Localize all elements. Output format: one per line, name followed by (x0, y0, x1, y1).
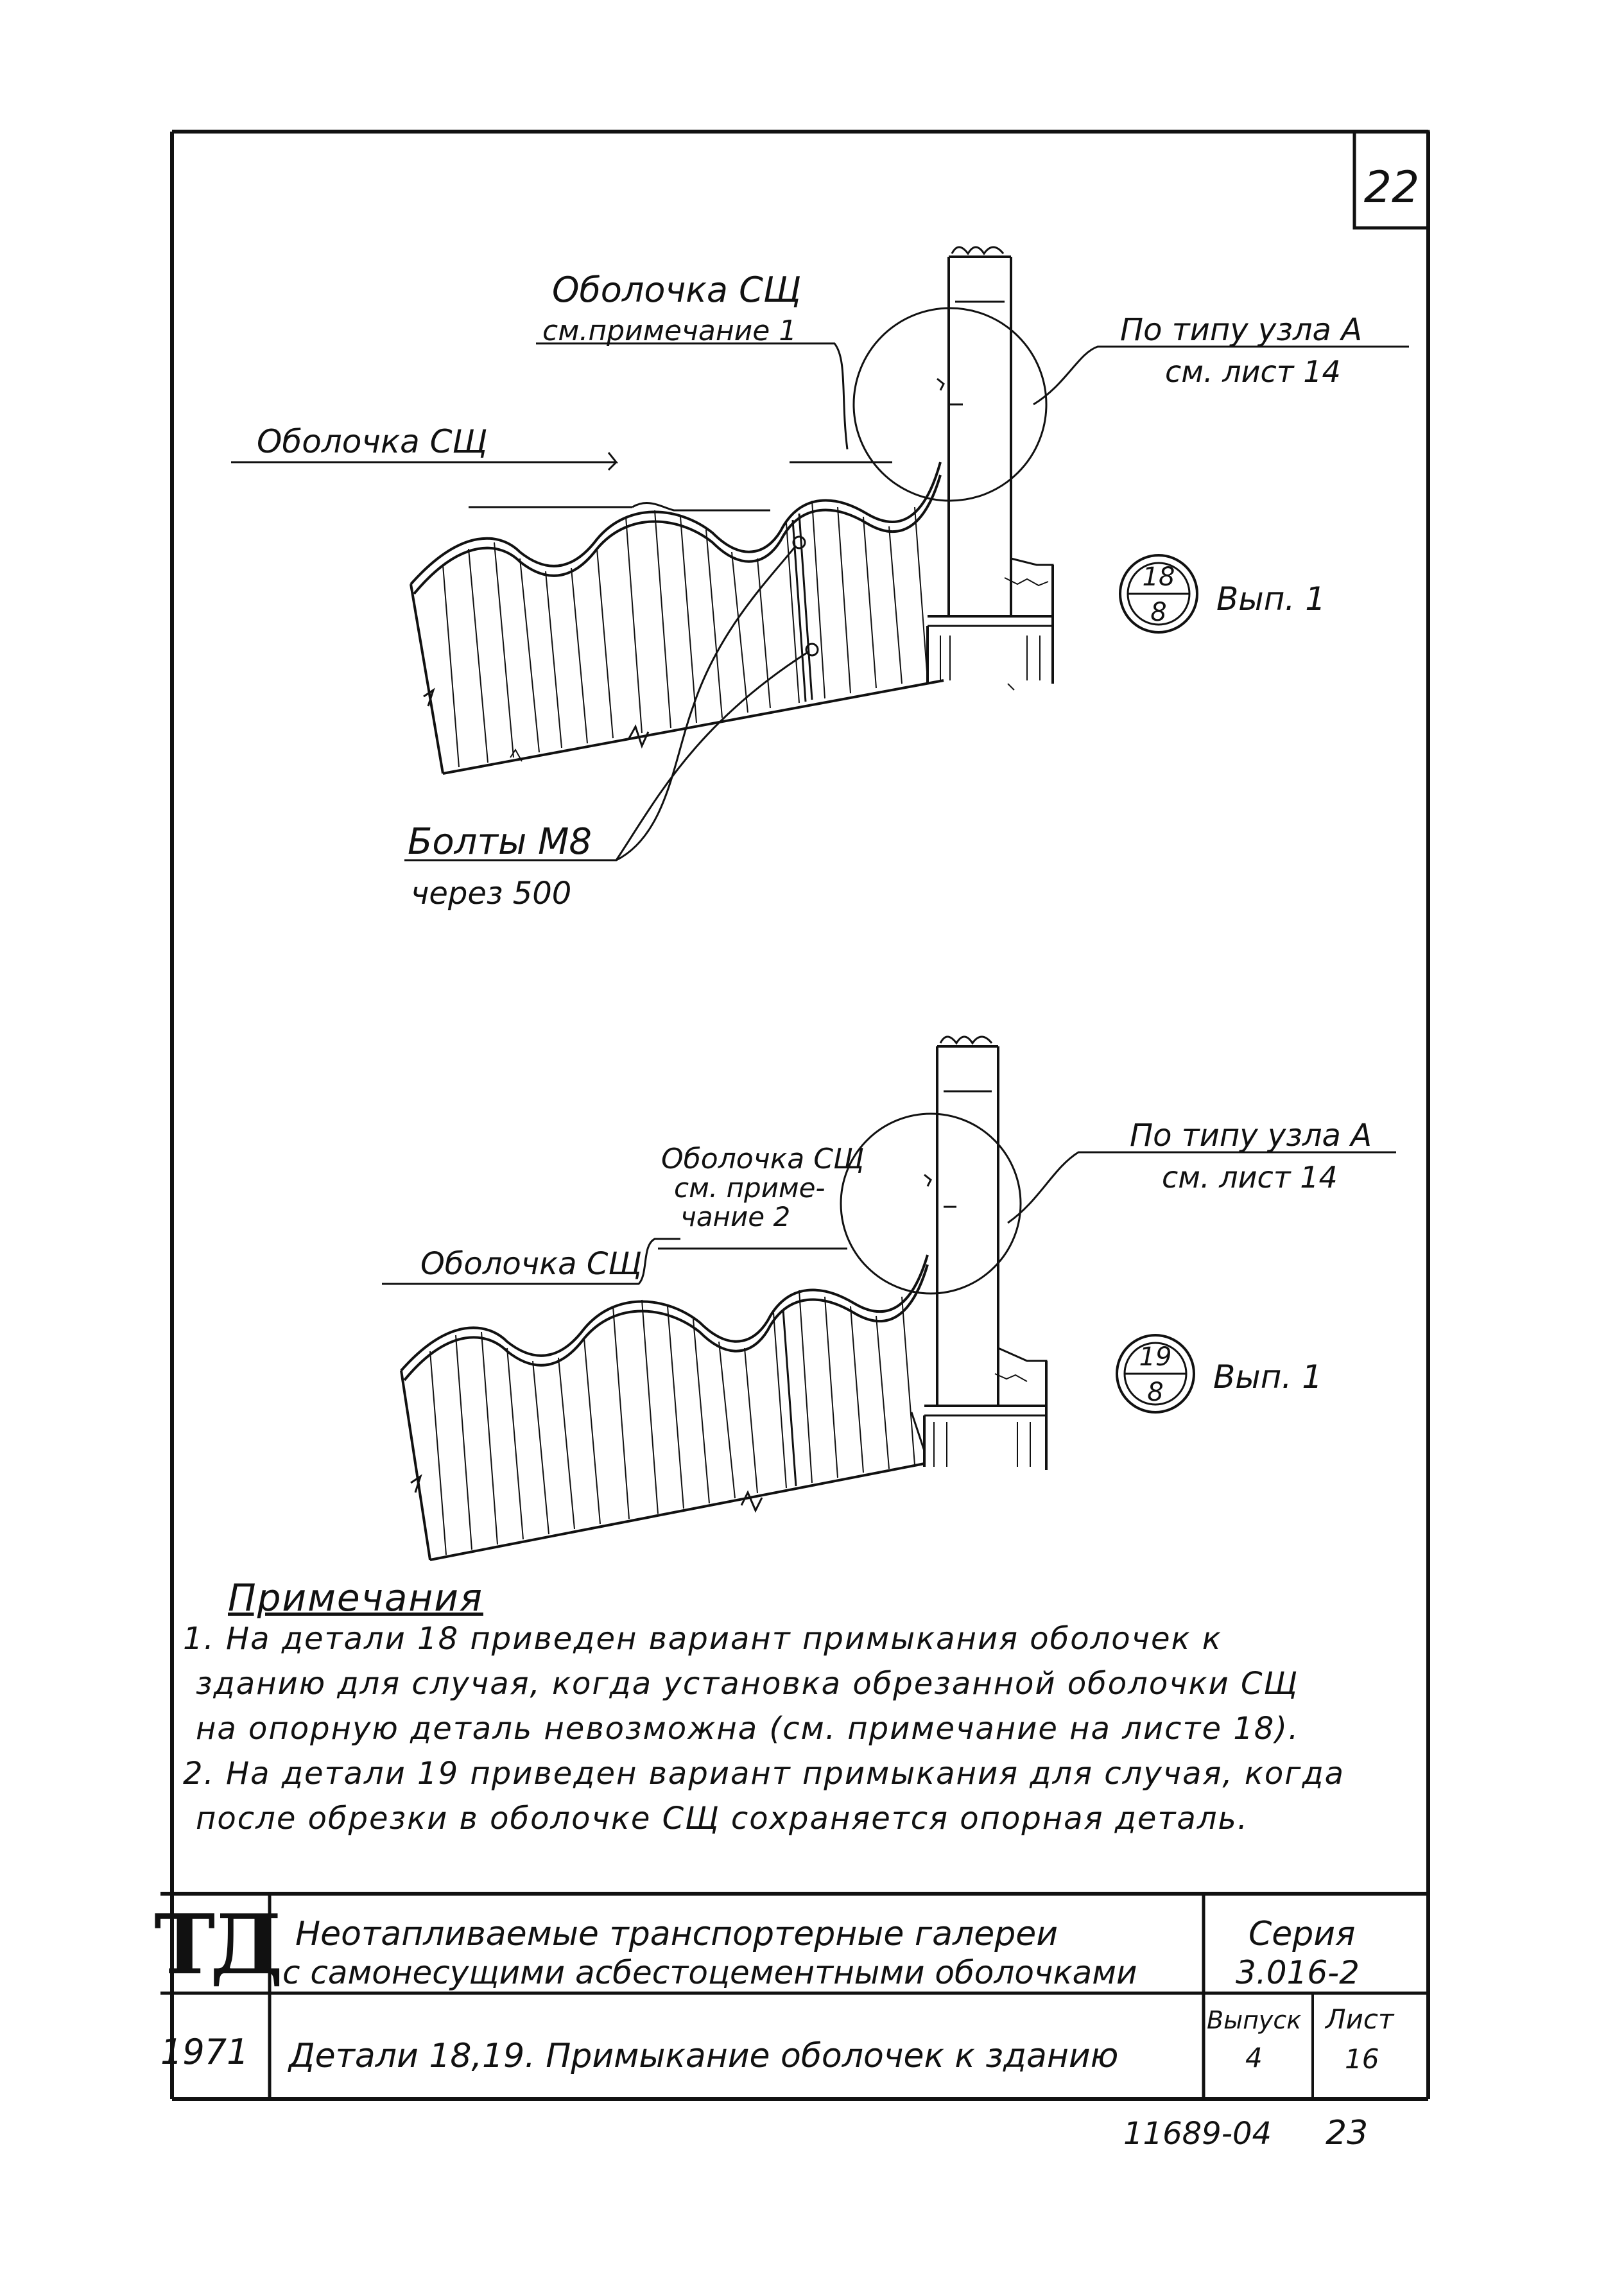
detail-18-bolts-label: Болты М8 (408, 821, 592, 863)
title-line-2: с самонесущими асбестоцементными оболочк… (282, 1954, 1137, 1991)
title-line-1: Неотапливаемые транспортерные галереи (295, 1915, 1058, 1953)
detail-18-callout (1119, 554, 1198, 634)
note-line-4: 2. На детали 19 приведен вариант примыка… (183, 1756, 1345, 1792)
detail-19-ref-sheet: см. лист 14 (1162, 1160, 1338, 1195)
year: 1971 (160, 2032, 248, 2072)
detail-18-hatching (442, 500, 928, 768)
detail-18-shell (410, 462, 944, 775)
sheet-number: 22 (1364, 162, 1420, 213)
detail-18-ref-main: По типу узла А (1120, 312, 1362, 348)
detail-19-shell-label-3: чание 2 (680, 1201, 790, 1233)
note-line-5: после обрезки в оболочке СЩ сохраняется … (196, 1801, 1249, 1837)
detail-18-bolt-upper (792, 535, 806, 549)
detail-19-callout (1116, 1334, 1195, 1414)
detail-18-bolts-spacing: через 500 (411, 876, 571, 912)
detail-19-drawing (382, 1035, 1396, 1561)
detail-18-wall (926, 246, 1054, 691)
detail-19-callout-issue: Вып. 1 (1213, 1358, 1322, 1396)
doc-number: 11689-04 (1123, 2116, 1272, 2152)
detail-19-callout-number: 19 (1139, 1342, 1172, 1372)
detail-18-node-circle (852, 307, 1048, 502)
detail-19-hatching (429, 1290, 915, 1555)
detail-18-drawing (231, 246, 1409, 861)
detail-19-shell-left-label: Оболочка СЩ (420, 1246, 642, 1282)
detail-title: Детали 18,19. Примыкание оболочек к здан… (288, 2037, 1118, 2075)
issue-value: 4 (1245, 2042, 1263, 2073)
note-line-1: 1. На детали 18 приведен вариант примыка… (183, 1621, 1222, 1657)
title-block (160, 1892, 1428, 2099)
detail-19-wall (910, 1035, 1048, 1470)
series-value: 3.016-2 (1236, 1954, 1360, 1991)
sheet-label: Лист (1324, 2003, 1395, 2035)
detail-18-callout-issue: Вып. 1 (1216, 580, 1326, 618)
detail-18-bolt-lower (805, 643, 819, 657)
detail-19-node-circle (840, 1112, 1022, 1295)
page-number: 23 (1326, 2114, 1368, 2152)
detail-18-shell-label: Оболочка СЩ (552, 270, 801, 310)
detail-18-shell-left-label: Оболочка СЩ (257, 423, 487, 460)
sheet-value: 16 (1345, 2043, 1379, 2075)
detail-19-ref-main: По типу узла А (1130, 1118, 1372, 1154)
detail-18-ref-sheet: см. лист 14 (1165, 354, 1341, 389)
td-logo: ТД (154, 1897, 283, 1993)
detail-19-shell-label-1: Оболочка СЩ (661, 1143, 864, 1175)
note-line-3: на опорную деталь невозможна (см. примеч… (196, 1711, 1300, 1747)
detail-19-shell (400, 1254, 929, 1561)
detail-18-callout-sheet: 8 (1150, 598, 1166, 627)
notes-title: Примечания (228, 1576, 483, 1620)
series-label: Серия (1248, 1915, 1355, 1953)
detail-19-shell-label-2: см. приме- (674, 1172, 825, 1204)
detail-18-callout-number: 18 (1143, 562, 1175, 592)
issue-label: Выпуск (1207, 2006, 1301, 2034)
detail-18-shell-note: см.примечание 1 (542, 315, 797, 347)
note-line-2: зданию для случая, когда установка обрез… (196, 1666, 1299, 1702)
sheet-frame (170, 130, 1430, 2101)
detail-19-callout-sheet: 8 (1147, 1378, 1163, 1407)
